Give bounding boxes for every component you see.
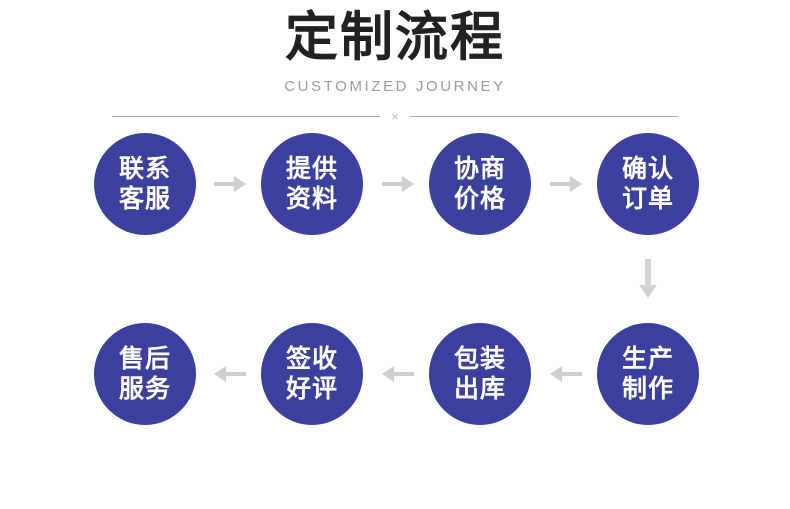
flow-step-label-line1: 协商 — [453, 155, 506, 183]
process-flow-diagram: 联系 客服 提供 资料 协商 价格 确认 订单 生产 制作 包装 出库 签收 好… — [0, 125, 790, 465]
flow-step-confirm-order[interactable]: 确认 订单 — [597, 133, 699, 235]
flow-step-after-sales-service[interactable]: 售后 服务 — [94, 323, 196, 425]
flow-step-label-line1: 联系 — [118, 155, 171, 183]
flow-step-label-line1: 签收 — [285, 345, 338, 373]
page-header: 定制流程 CUSTOMIZED JOURNEY × — [0, 0, 790, 125]
flow-step-production[interactable]: 生产 制作 — [597, 323, 699, 425]
divider-line-right — [410, 115, 678, 117]
arrow-right-icon — [382, 176, 414, 192]
divider-cross-icon: × — [391, 108, 399, 124]
flow-step-label-line2: 订单 — [621, 185, 674, 213]
flow-step-label-line2: 好评 — [285, 375, 338, 403]
flow-step-label-line2: 制作 — [621, 375, 674, 403]
arrow-right-icon — [214, 176, 246, 192]
flow-step-label-line2: 价格 — [453, 185, 506, 213]
page-subtitle: CUSTOMIZED JOURNEY — [284, 78, 506, 95]
arrow-down-icon — [639, 259, 657, 298]
flow-step-label-line2: 服务 — [118, 375, 171, 403]
flow-step-label-line1: 包装 — [453, 345, 506, 373]
arrow-left-icon — [382, 366, 414, 382]
flow-step-contact-service[interactable]: 联系 客服 — [94, 133, 196, 235]
flow-step-receipt-review[interactable]: 签收 好评 — [261, 323, 363, 425]
flow-step-label-line2: 出库 — [453, 375, 506, 403]
flow-step-label-line1: 售后 — [118, 345, 171, 373]
flow-step-provide-materials[interactable]: 提供 资料 — [261, 133, 363, 235]
flow-step-label-line1: 确认 — [621, 155, 674, 183]
flow-step-label-line1: 提供 — [285, 155, 338, 183]
divider-line-left — [112, 115, 380, 117]
flow-step-label-line2: 客服 — [118, 185, 171, 213]
arrow-right-icon — [550, 176, 582, 192]
arrow-left-icon — [550, 366, 582, 382]
arrow-left-icon — [214, 366, 246, 382]
section-divider: × — [112, 107, 678, 125]
flow-step-packaging-shipping[interactable]: 包装 出库 — [429, 323, 531, 425]
flow-step-label-line1: 生产 — [621, 345, 674, 373]
page-title: 定制流程 — [285, 8, 505, 67]
flow-step-label-line2: 资料 — [285, 185, 338, 213]
flow-step-negotiate-price[interactable]: 协商 价格 — [429, 133, 531, 235]
